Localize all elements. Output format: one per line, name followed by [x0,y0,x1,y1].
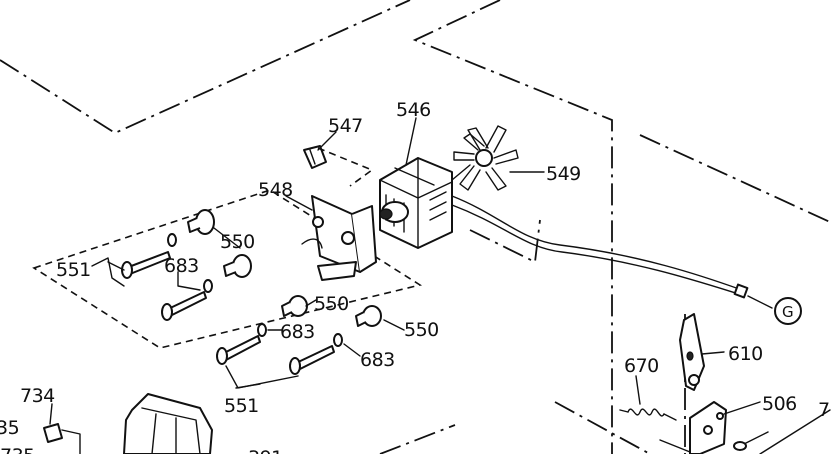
lever-610 [679,313,705,391]
label-549: 549 [546,163,581,185]
leader-lines [49,117,761,425]
label-550-right: 550 [404,319,439,341]
label-547: 547 [328,115,363,137]
label-connector-g: G [782,303,794,321]
connector-g-icon [774,297,802,325]
motor-cable [451,195,802,325]
stepper-motor [379,157,453,249]
label-735: 735 [0,445,35,454]
label-506: 506 [762,393,797,415]
label-683-top: 683 [164,255,199,277]
label-7: 7 [818,399,830,421]
part-labels: 546 547 549 548 550 551 683 550 683 550 … [0,99,830,454]
label-734: 734 [20,385,55,407]
bracket-547 [303,145,374,187]
spring-670 [619,408,677,421]
motor-bracket-548 [301,195,377,281]
cooling-fan [451,125,519,191]
label-546: 546 [396,99,431,121]
label-391: 391 [248,447,283,454]
label-683-mid: 683 [280,321,315,343]
lower-left-parts [43,393,213,454]
label-551-top: 551 [56,259,91,281]
mounting-plate-outline [32,189,423,349]
label-35: 35 [0,417,19,439]
label-670: 670 [624,355,659,377]
label-551-bottom: 551 [224,395,259,417]
label-548: 548 [258,179,293,201]
hardware-lower [216,295,382,375]
label-683-bottom: 683 [360,349,395,371]
hardware-upper [121,209,252,321]
bracket-506 [659,401,831,454]
label-610: 610 [728,343,763,365]
label-550-top: 550 [220,231,255,253]
label-550-mid: 550 [314,293,349,315]
